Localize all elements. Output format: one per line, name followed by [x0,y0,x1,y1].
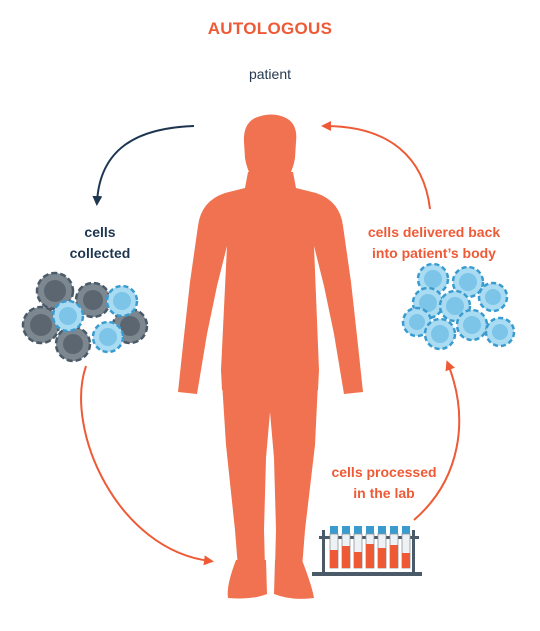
cells-processed-label: cells processed in the lab [322,462,446,504]
arrow-cells-to-patient [321,121,431,210]
diagram-title: AUTOLOGOUS [207,19,333,38]
collected-cell-cluster [21,271,149,363]
delivered-cell-cluster [401,262,516,351]
cell-light [431,325,449,343]
cells-delivered-line-2: into patient’s body [372,245,496,261]
cell-light [99,328,117,346]
cell-dark [30,314,52,336]
test-tube [389,526,399,569]
arrow-patient-to-collected [92,125,195,206]
cell-light [459,273,477,291]
rack-base [312,572,422,576]
cells-collected-label: cells collected [50,222,150,264]
test-tubes [329,526,411,569]
cell-dark [83,290,103,310]
test-tube [401,526,411,569]
rack-right-post [412,530,415,574]
cell-light [492,324,508,340]
rack-left-post [322,530,325,574]
cells-collected-line-2: collected [69,245,131,261]
patient-label: patient [248,66,292,82]
cell-dark [44,280,66,302]
cells-delivered-label: cells delivered back into patient’s body [356,222,512,264]
test-tube [353,526,363,569]
test-tube [365,526,375,569]
cell-dark [120,316,140,336]
arrow-lab-to-cells [413,360,461,521]
test-tube [341,526,351,569]
patient-silhouette [178,114,363,599]
cells-processed-line-2: in the lab [353,485,415,501]
cell-light [446,297,464,315]
cell-light [409,314,425,330]
cells-collected-line-1: cells [84,224,116,240]
cell-light [463,316,481,334]
cell-dark [63,334,83,354]
cell-light [113,292,131,310]
test-tube [329,526,339,569]
test-tube [377,526,387,569]
cell-light [485,289,501,305]
arrow-collected-to-lab [80,365,214,566]
cell-light [424,270,442,288]
cell-light [419,294,437,312]
cell-light [59,307,77,325]
cells-processed-line-1: cells processed [331,464,437,480]
cells-delivered-line-1: cells delivered back [367,224,501,240]
